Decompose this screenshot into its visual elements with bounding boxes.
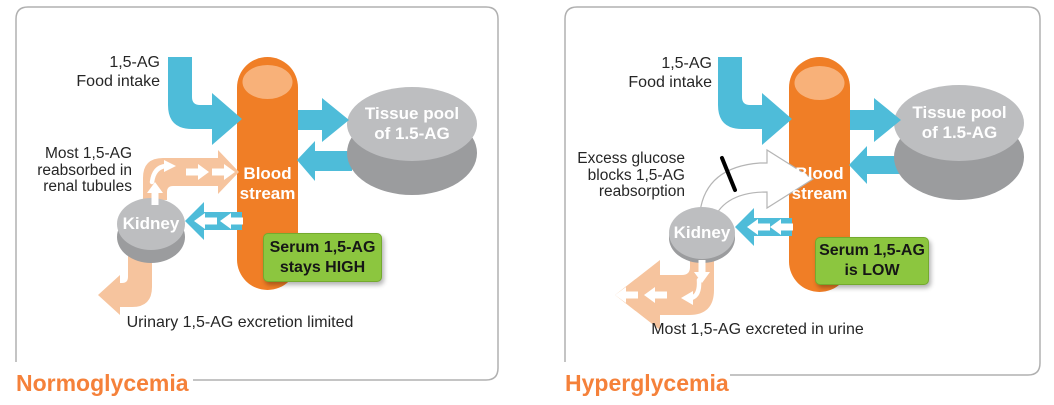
food-intake-arrow — [718, 57, 792, 145]
bloodstream-cylinder — [237, 57, 298, 290]
serum-level-badge: Serum 1,5-AG is LOW — [815, 237, 929, 285]
panel-title: Normoglycemia — [16, 370, 189, 396]
bloodstream-cylinder-top — [794, 66, 845, 100]
panel-border — [564, 6, 1041, 376]
panel-hyperglycemia: 1,5-AG Food intake Excess glucose blocks… — [564, 6, 1041, 405]
normoglycemia-diagram-art — [15, 6, 499, 381]
panel-border — [15, 6, 499, 381]
hyperglycemia-diagram-art — [564, 6, 1041, 376]
block-slash-icon — [720, 156, 737, 192]
urinary-excretion-arrow — [98, 253, 152, 315]
serum-level-badge: Serum 1,5-AG stays HIGH — [263, 233, 382, 282]
tissue-to-bloodstream-arrow — [297, 141, 352, 181]
bloodstream-cylinder — [789, 57, 850, 292]
excretion-note: Most 1,5-AG excreted in urine — [651, 321, 864, 338]
tissue-pool-label: Tissue pool of 1.5-AG — [364, 104, 460, 143]
bloodstream-to-tissue-arrow — [298, 98, 349, 142]
bloodstream-to-tissue-arrow — [850, 98, 901, 142]
reabsorption-note: Most 1,5-AG reabsorbed in renal tubules — [37, 145, 132, 195]
tissue-pool-disk-top — [894, 85, 1024, 161]
bloodstream-label: Blood stream — [239, 164, 296, 203]
kidney-disk-top — [117, 198, 185, 250]
food-intake-label: 1,5-AG Food intake — [76, 54, 160, 90]
urinary-excretion-arrow — [615, 247, 714, 330]
excretion-note: Urinary 1,5-AG excretion limited — [126, 314, 354, 331]
blocked-reabsorption-arrow — [699, 148, 815, 226]
kidney-label: Kidney — [122, 214, 180, 233]
panel-normoglycemia: 1,5-AG Food intake Most 1,5-AG reabsorbe… — [15, 6, 499, 405]
kidney-disk-top — [669, 207, 735, 259]
flow-curve-chevron-head-icon — [681, 291, 693, 305]
bloodstream-cylinder-top — [242, 65, 293, 99]
food-intake-arrow — [168, 57, 242, 145]
flow-curve-chevron-head-icon — [164, 160, 176, 172]
food-intake-label: 1,5-AG Food intake — [628, 55, 712, 91]
kidney-label: Kidney — [673, 223, 731, 242]
bloodstream-label: Blood stream — [791, 164, 848, 203]
tissue-pool-disk-top — [347, 87, 477, 161]
tissue-to-bloodstream-arrow — [849, 146, 904, 184]
panel-title: Hyperglycemia — [565, 370, 729, 396]
block-note: Excess glucose blocks 1,5-AG reabsorptio… — [577, 150, 685, 200]
tissue-pool-label: Tissue pool of 1.5-AG — [912, 103, 1007, 142]
